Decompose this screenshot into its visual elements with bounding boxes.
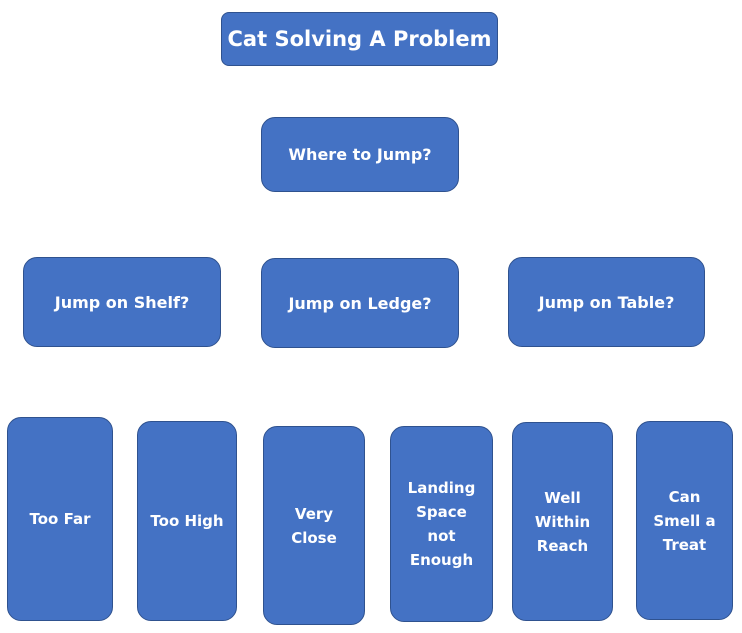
option-label-ledge: Jump on Ledge?: [288, 293, 432, 313]
outcome-box-smell-a-treat: Can Smell a Treat: [636, 421, 733, 620]
outcome-box-well-within-reach: Well Within Reach: [512, 422, 613, 621]
outcome-line: Well: [544, 488, 581, 507]
outcome-text: Can Smell a Treat: [653, 485, 715, 557]
outcome-line: Space: [416, 503, 467, 521]
option-box-table: Jump on Table?: [508, 257, 705, 347]
option-label-shelf: Jump on Shelf?: [54, 292, 190, 312]
outcome-line: Can: [668, 487, 701, 506]
option-box-ledge: Jump on Ledge?: [261, 258, 459, 348]
outcome-text: Landing Space not Enough: [408, 476, 476, 572]
option-label-table: Jump on Table?: [538, 292, 675, 312]
outcome-line: Within: [534, 512, 591, 531]
outcome-line: Too Far: [29, 510, 91, 528]
outcome-box-too-high: Too High: [137, 421, 237, 621]
option-box-shelf: Jump on Shelf?: [23, 257, 221, 347]
question-box: Where to Jump?: [261, 117, 459, 192]
outcome-line: Treat: [662, 535, 707, 554]
diagram-title-box: Cat Solving A Problem: [221, 12, 498, 66]
outcome-text: Too High: [150, 509, 223, 533]
diagram-title: Cat Solving A Problem: [227, 27, 492, 51]
outcome-line: Too High: [150, 512, 224, 530]
outcome-box-very-close: Very Close: [263, 426, 365, 625]
outcome-box-too-far: Too Far: [7, 417, 113, 621]
outcome-line: Enough: [409, 551, 474, 569]
question-label: Where to Jump?: [288, 145, 432, 164]
outcome-box-landing-space: Landing Space not Enough: [390, 426, 493, 622]
outcome-line: Close: [291, 528, 337, 547]
outcome-text: Well Within Reach: [535, 486, 590, 558]
outcome-line: Smell a: [653, 511, 716, 530]
outcome-line: not: [427, 527, 456, 545]
outcome-text: Too Far: [30, 507, 91, 531]
outcome-line: Very: [294, 504, 334, 523]
outcome-text: Very Close: [291, 502, 337, 550]
outcome-line: Reach: [536, 536, 589, 555]
outcome-line: Landing: [407, 479, 476, 497]
